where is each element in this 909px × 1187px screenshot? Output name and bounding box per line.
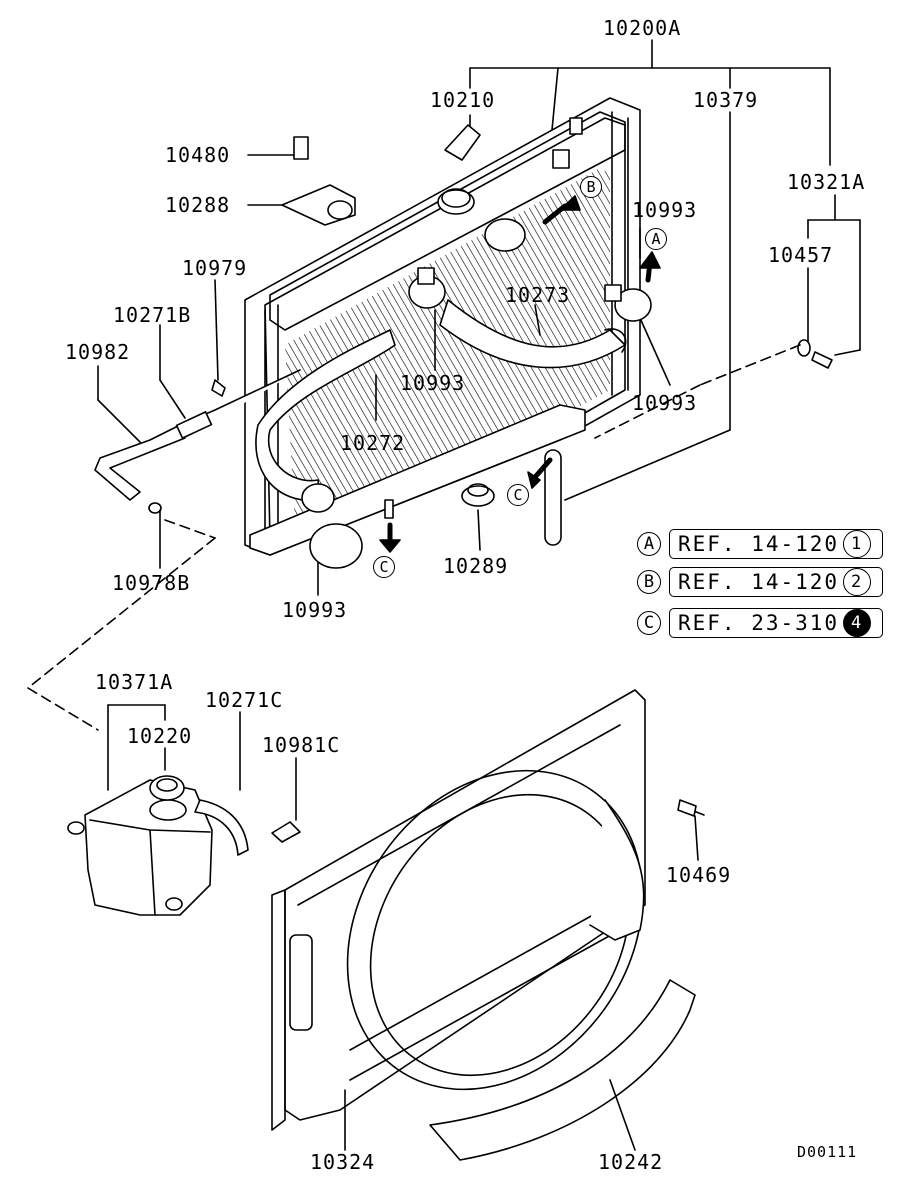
reference-row-a[interactable]: A REF. 14-120 1: [637, 529, 883, 559]
label-10993-right: 10993: [632, 391, 698, 415]
callout-c-right: C: [507, 484, 529, 506]
label-10220: 10220: [127, 724, 193, 748]
reference-letter: B: [637, 570, 661, 594]
reference-box: REF. 14-120 2: [669, 567, 883, 597]
label-10993-bottom: 10993: [282, 598, 348, 622]
fan-shroud: [271, 689, 705, 1161]
label-10993-middle: 10993: [400, 371, 466, 395]
reference-number: 2: [843, 568, 872, 596]
label-10271C: 10271C: [205, 688, 284, 712]
label-10272: 10272: [340, 431, 406, 455]
reference-number: 4: [843, 609, 872, 637]
hose-clamps: [301, 218, 652, 513]
label-10469: 10469: [666, 863, 732, 887]
label-10480: 10480: [165, 143, 231, 167]
label-10978B: 10978B: [112, 571, 191, 595]
label-10210: 10210: [430, 88, 496, 112]
label-10371A: 10371A: [95, 670, 174, 694]
reference-box: REF. 14-120 1: [669, 529, 883, 559]
label-10288: 10288: [165, 193, 231, 217]
reference-number: 1: [843, 530, 872, 558]
label-10324: 10324: [310, 1150, 376, 1174]
label-10982: 10982: [65, 340, 131, 364]
dashed-leaders: [27, 344, 801, 731]
label-10993-top: 10993: [632, 198, 698, 222]
direction-arrows: [379, 195, 661, 553]
diagram-code: D00111: [797, 1143, 858, 1161]
reference-letter: A: [637, 532, 661, 556]
label-10242: 10242: [598, 1150, 664, 1174]
callout-c-left: C: [373, 556, 395, 578]
label-10289: 10289: [443, 554, 509, 578]
label-10271B: 10271B: [113, 303, 192, 327]
small-parts: [148, 124, 833, 546]
reference-text: REF. 14-120: [678, 570, 840, 594]
reference-row-c[interactable]: C REF. 23-310 4: [637, 608, 883, 638]
label-10457: 10457: [768, 243, 834, 267]
upper-hose: [439, 299, 627, 369]
label-10979: 10979: [182, 256, 248, 280]
label-10981C: 10981C: [262, 733, 341, 757]
reservoir-tank: [67, 704, 301, 916]
reference-row-b[interactable]: B REF. 14-120 2: [637, 567, 883, 597]
reference-box: REF. 23-310 4: [669, 608, 883, 638]
label-10321A: 10321A: [787, 170, 866, 194]
label-10379: 10379: [693, 88, 759, 112]
label-10200A: 10200A: [603, 16, 682, 40]
reference-text: REF. 14-120: [678, 532, 840, 556]
callout-a: A: [645, 228, 667, 250]
callout-b: B: [580, 176, 602, 198]
reference-letter: C: [637, 611, 661, 635]
reference-text: REF. 23-310: [678, 611, 840, 635]
label-10273: 10273: [505, 283, 571, 307]
